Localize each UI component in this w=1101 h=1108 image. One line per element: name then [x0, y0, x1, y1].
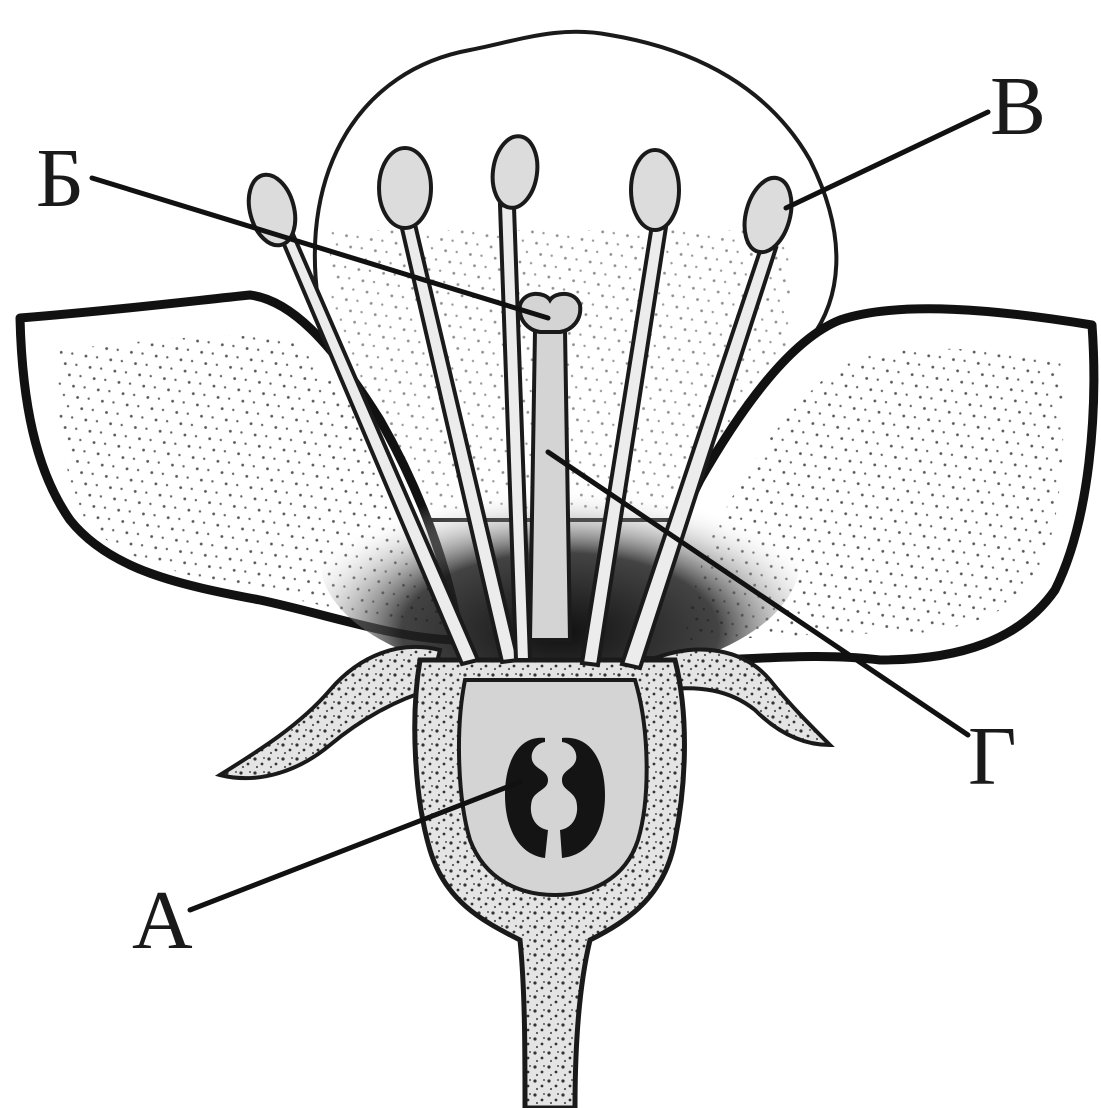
label-b: Б [36, 132, 84, 225]
left-sepal [220, 647, 440, 778]
label-a: А [132, 874, 193, 967]
stamen-anther-4 [631, 150, 679, 230]
stamen-anther-2 [379, 148, 431, 228]
ovary [459, 680, 647, 895]
leader-line-v [786, 112, 988, 208]
label-v: В [990, 60, 1046, 153]
pistil-style [530, 330, 570, 640]
label-g: Г [968, 710, 1017, 803]
